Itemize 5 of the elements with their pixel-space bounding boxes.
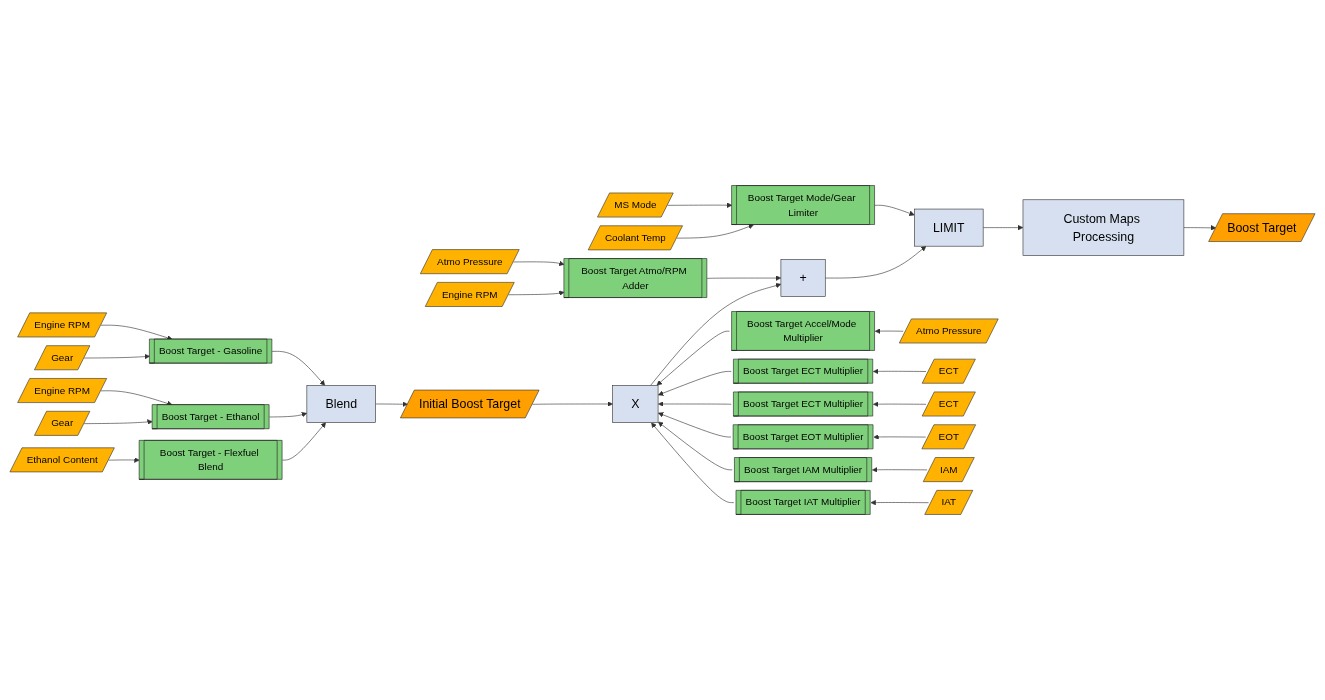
node-box: Custom Maps Processing xyxy=(1022,199,1185,256)
node-box: Blend xyxy=(306,385,376,423)
node-box: LIMIT xyxy=(914,208,984,247)
node-box: + xyxy=(780,259,826,297)
node-box: X xyxy=(612,385,659,423)
